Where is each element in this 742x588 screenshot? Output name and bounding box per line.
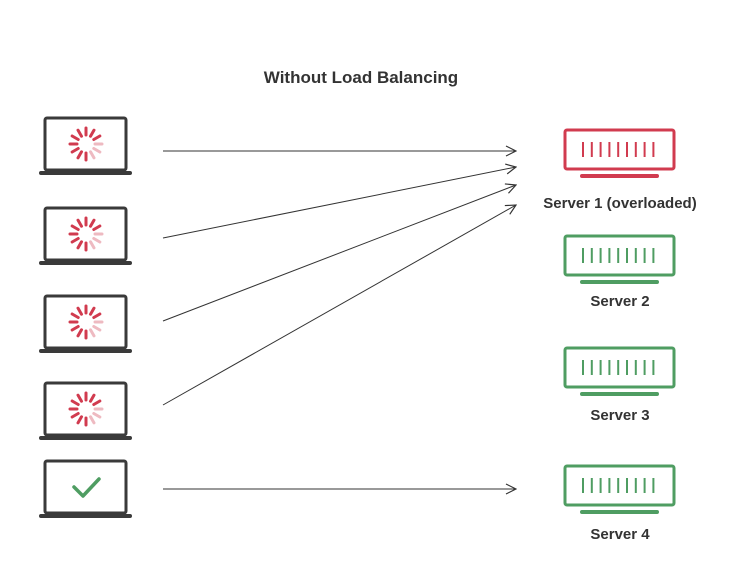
server-icon <box>563 128 676 178</box>
request-arrow <box>162 185 516 322</box>
server-base <box>580 510 659 514</box>
laptop-screen <box>43 206 128 262</box>
laptop-base <box>39 171 132 175</box>
server-label: Server 2 <box>590 293 650 310</box>
laptop-screen <box>43 294 128 350</box>
server-label: Server 4 <box>590 526 650 543</box>
laptop-screen <box>43 381 128 437</box>
laptop-base <box>39 261 132 265</box>
laptop-base <box>39 436 132 440</box>
diagram-title: Without Load Balancing <box>263 68 459 87</box>
server-chassis <box>563 464 676 507</box>
client-laptop <box>39 206 132 265</box>
laptop-screen <box>43 459 128 515</box>
server-chassis <box>563 346 676 389</box>
laptop-base <box>39 514 132 518</box>
laptop-base <box>39 349 132 353</box>
server-chassis <box>563 234 676 277</box>
server-base <box>580 174 659 178</box>
request-arrow <box>162 205 516 406</box>
client-laptop <box>39 116 132 175</box>
server-base <box>580 392 659 396</box>
server-chassis <box>563 128 676 171</box>
client-laptop <box>39 294 132 353</box>
server-base <box>580 280 659 284</box>
spinner-icon <box>68 126 104 162</box>
server-icon <box>563 234 676 284</box>
server-label: Server 3 <box>590 407 650 424</box>
client-laptop <box>39 459 132 518</box>
clients-layer <box>39 116 132 518</box>
client-laptop <box>39 381 132 440</box>
spinner-icon <box>68 391 104 427</box>
request-arrow <box>162 167 516 239</box>
spinner-icon <box>68 216 104 252</box>
server-icon <box>563 346 676 396</box>
laptop-screen <box>43 116 128 172</box>
server-label: Server 1 (overloaded) <box>543 195 697 212</box>
spinner-icon <box>68 304 104 340</box>
arrows-layer <box>162 151 516 489</box>
checkmark-icon <box>72 477 101 498</box>
server-icon <box>563 464 676 514</box>
servers-layer <box>563 128 676 514</box>
